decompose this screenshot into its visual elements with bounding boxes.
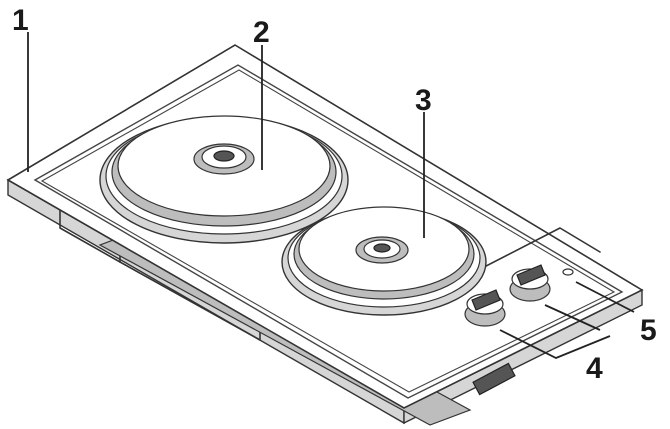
callout-5: 5 — [640, 314, 657, 347]
control-knob-rear[interactable] — [509, 264, 551, 302]
hotplate-small — [281, 206, 487, 316]
hotplate-large — [99, 115, 349, 244]
leader-4b — [544, 304, 601, 331]
leader-lines — [27, 32, 635, 359]
callout-3: 3 — [415, 84, 432, 117]
control-knob-front[interactable] — [464, 289, 506, 327]
leader-5 — [575, 281, 635, 313]
indicator-lamp — [562, 268, 574, 276]
callout-1: 1 — [12, 4, 29, 37]
leader-4a — [499, 329, 611, 359]
callout-4: 4 — [586, 352, 603, 385]
callout-2: 2 — [253, 16, 270, 49]
